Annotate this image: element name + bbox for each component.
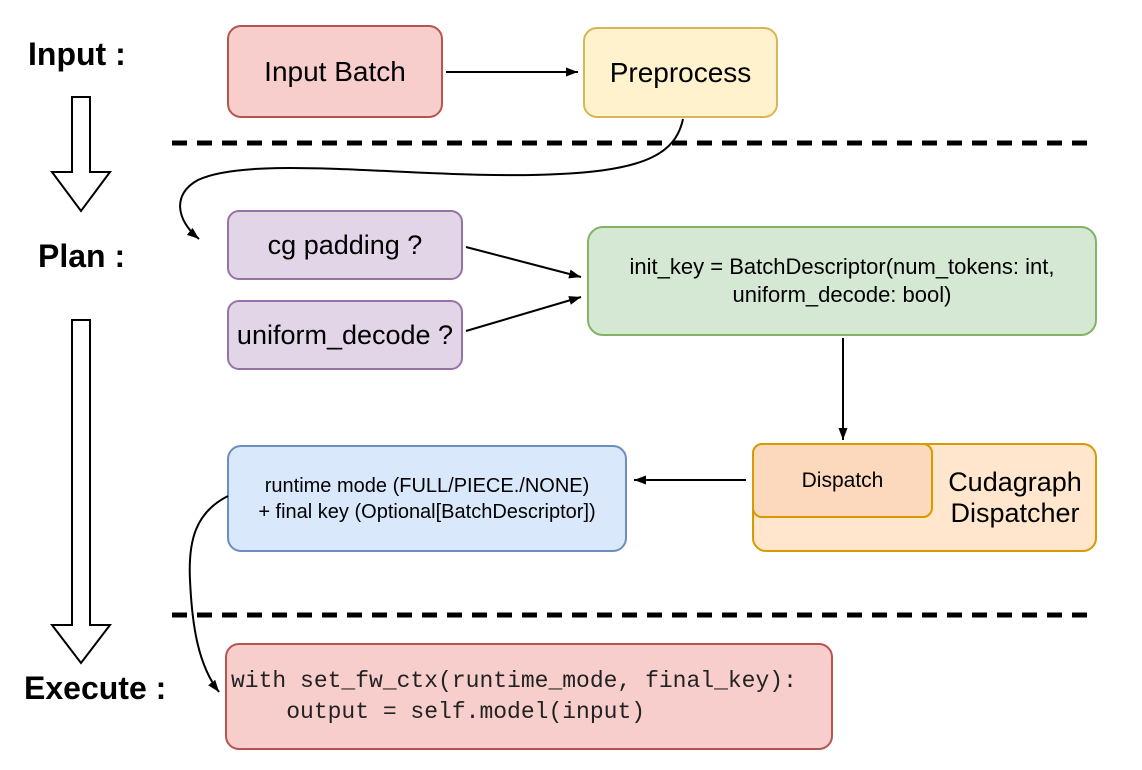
- node-runtime-mode-line1: runtime mode (FULL/PIECE./NONE): [264, 474, 590, 497]
- node-cg-padding: cg padding ?: [227, 210, 463, 280]
- node-preprocess: Preprocess: [583, 27, 778, 118]
- node-runtime-mode-line2: + final key (Optional[BatchDescriptor]): [258, 500, 596, 523]
- arrow-uniform-decode-to-init-key: [465, 296, 582, 332]
- cudagraph-dispatcher-line1: Cudagraph: [948, 466, 1082, 497]
- hollow-arrow-plan-to-execute: [49, 319, 113, 665]
- node-cg-padding-label: cg padding ?: [267, 229, 423, 260]
- cudagraph-dispatcher-line2: Dispatcher: [950, 497, 1080, 528]
- node-uniform-decode: uniform_decode ?: [227, 300, 463, 370]
- node-init-key-line2: uniform_decode: bool): [732, 282, 952, 307]
- node-runtime-mode: runtime mode (FULL/PIECE./NONE) + final …: [227, 445, 627, 552]
- node-execute-code: with set_fw_ctx(runtime_mode, final_key)…: [225, 643, 833, 750]
- node-dispatch: Dispatch: [752, 443, 933, 518]
- stage-label-input: Input :: [28, 36, 126, 72]
- hollow-arrow-input-to-plan: [50, 96, 112, 213]
- node-init-key-line1: init_key = BatchDescriptor(num_tokens: i…: [629, 254, 1055, 279]
- node-input-batch: Input Batch: [227, 25, 443, 118]
- node-init-key: init_key = BatchDescriptor(num_tokens: i…: [587, 226, 1097, 336]
- arrow-runtime-mode-to-execute-code: [188, 495, 229, 693]
- node-dispatch-label: Dispatch: [801, 468, 884, 492]
- arrow-cg-padding-to-init-key: [465, 246, 582, 279]
- node-uniform-decode-label: uniform_decode ?: [236, 319, 454, 350]
- node-input-batch-label: Input Batch: [264, 55, 406, 87]
- stage-label-execute: Execute :: [24, 670, 167, 706]
- node-cudagraph-dispatcher-label: Cudagraph Dispatcher: [935, 443, 1095, 552]
- node-preprocess-label: Preprocess: [609, 56, 752, 88]
- execute-code-line2: output = self.model(input): [231, 698, 646, 725]
- stage-label-plan: Plan :: [38, 238, 126, 274]
- execute-code-line1: with set_fw_ctx(runtime_mode, final_key)…: [231, 667, 797, 694]
